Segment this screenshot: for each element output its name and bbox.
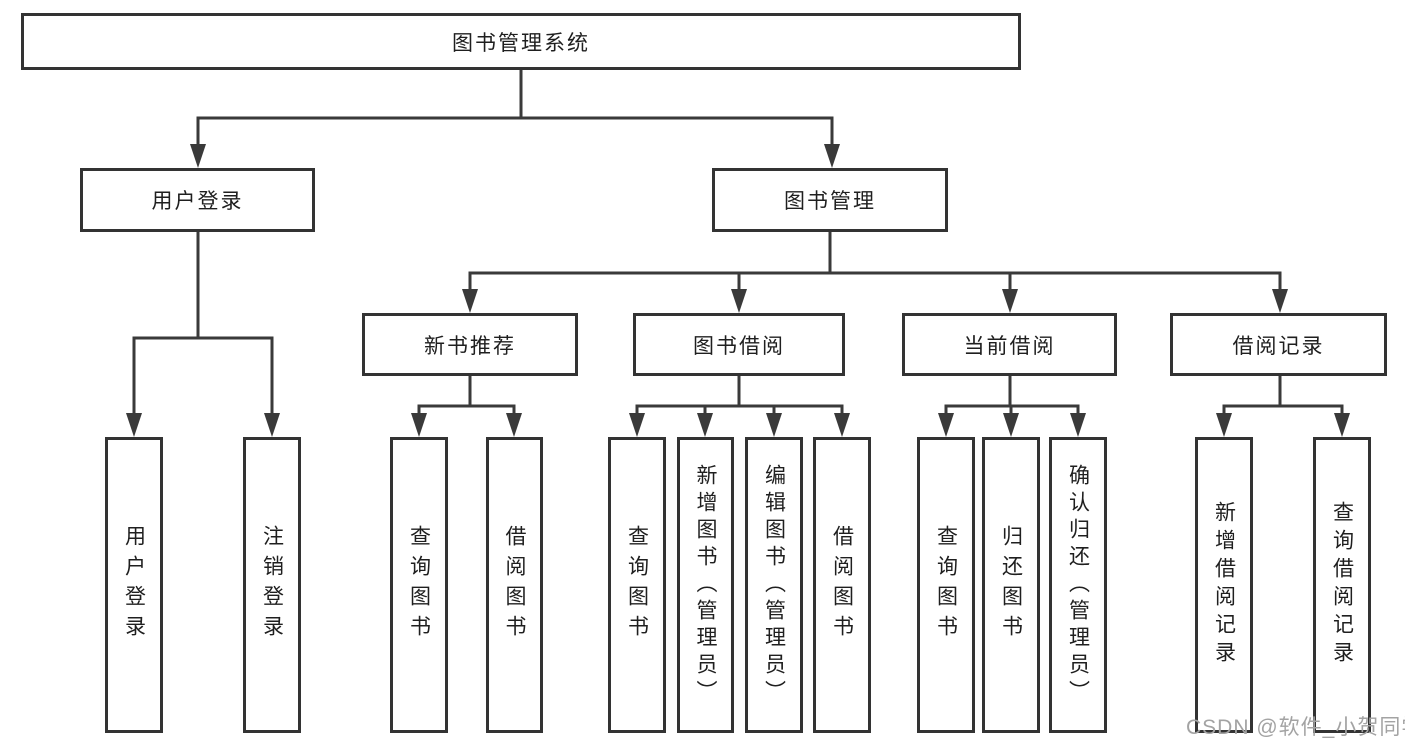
arrowhead-icons [126,144,1350,437]
branch-user-login: 用户登录 [80,168,315,232]
leaf-logout: 注销登录 [243,437,301,733]
branch-book-management-label: 图书管理 [784,190,876,213]
leaf-record-add-borrow-record: 新增借阅记录 [1195,437,1253,733]
leaf-user-login-label: 用户登录 [122,525,146,645]
leaf-borrow-borrow-books: 借阅图书 [813,437,871,733]
leaf-current-confirm-return-admin: 确认归还（管理员） [1049,437,1107,733]
leaf-record-query-borrow-record-label: 查询借阅记录 [1330,501,1354,669]
leaf-current-return-books: 归还图书 [982,437,1040,733]
group-current-borrow-label: 当前借阅 [963,334,1056,358]
leaf-borrow-query-books: 查询图书 [608,437,666,733]
leaf-borrow-add-books-admin: 新增图书（管理员） [677,437,734,733]
group-borrow-records: 借阅记录 [1170,313,1387,376]
group-new-book-recommend: 新书推荐 [362,313,578,376]
branch-book-management: 图书管理 [712,168,948,232]
group-book-borrow: 图书借阅 [633,313,845,376]
leaf-current-return-books-label: 归还图书 [999,525,1023,645]
leaf-borrow-borrow-books-label: 借阅图书 [830,525,854,645]
group-book-borrow-label: 图书借阅 [693,334,785,358]
leaf-borrow-query-books-label: 查询图书 [625,525,649,645]
leaf-record-query-borrow-record: 查询借阅记录 [1313,437,1371,733]
node-root-label: 图书管理系统 [452,31,590,55]
watermark-text: CSDN @软件_小贺同学 [1186,716,1405,739]
leaf-newbook-query-books: 查询图书 [390,437,448,733]
node-root: 图书管理系统 [21,13,1021,70]
leaf-borrow-edit-books-admin: 编辑图书（管理员） [745,437,803,733]
leaf-logout-label: 注销登录 [260,525,284,645]
leaf-current-confirm-return-admin-label: 确认归还（管理员） [1066,463,1090,707]
leaf-newbook-query-books-label: 查询图书 [407,525,431,645]
leaf-current-query-books: 查询图书 [917,437,975,733]
leaf-record-add-borrow-record-label: 新增借阅记录 [1212,501,1236,669]
branch-user-login-label: 用户登录 [151,190,244,213]
group-borrow-records-label: 借阅记录 [1232,334,1325,358]
leaf-newbook-borrow-books: 借阅图书 [486,437,543,733]
leaf-newbook-borrow-books-label: 借阅图书 [503,525,526,645]
group-new-book-recommend-label: 新书推荐 [424,334,516,358]
leaf-user-login: 用户登录 [105,437,163,733]
leaf-borrow-edit-books-admin-label: 编辑图书（管理员） [762,463,786,707]
leaf-borrow-add-books-admin-label: 新增图书（管理员） [694,463,717,707]
group-current-borrow: 当前借阅 [902,313,1117,376]
leaf-current-query-books-label: 查询图书 [934,525,958,645]
